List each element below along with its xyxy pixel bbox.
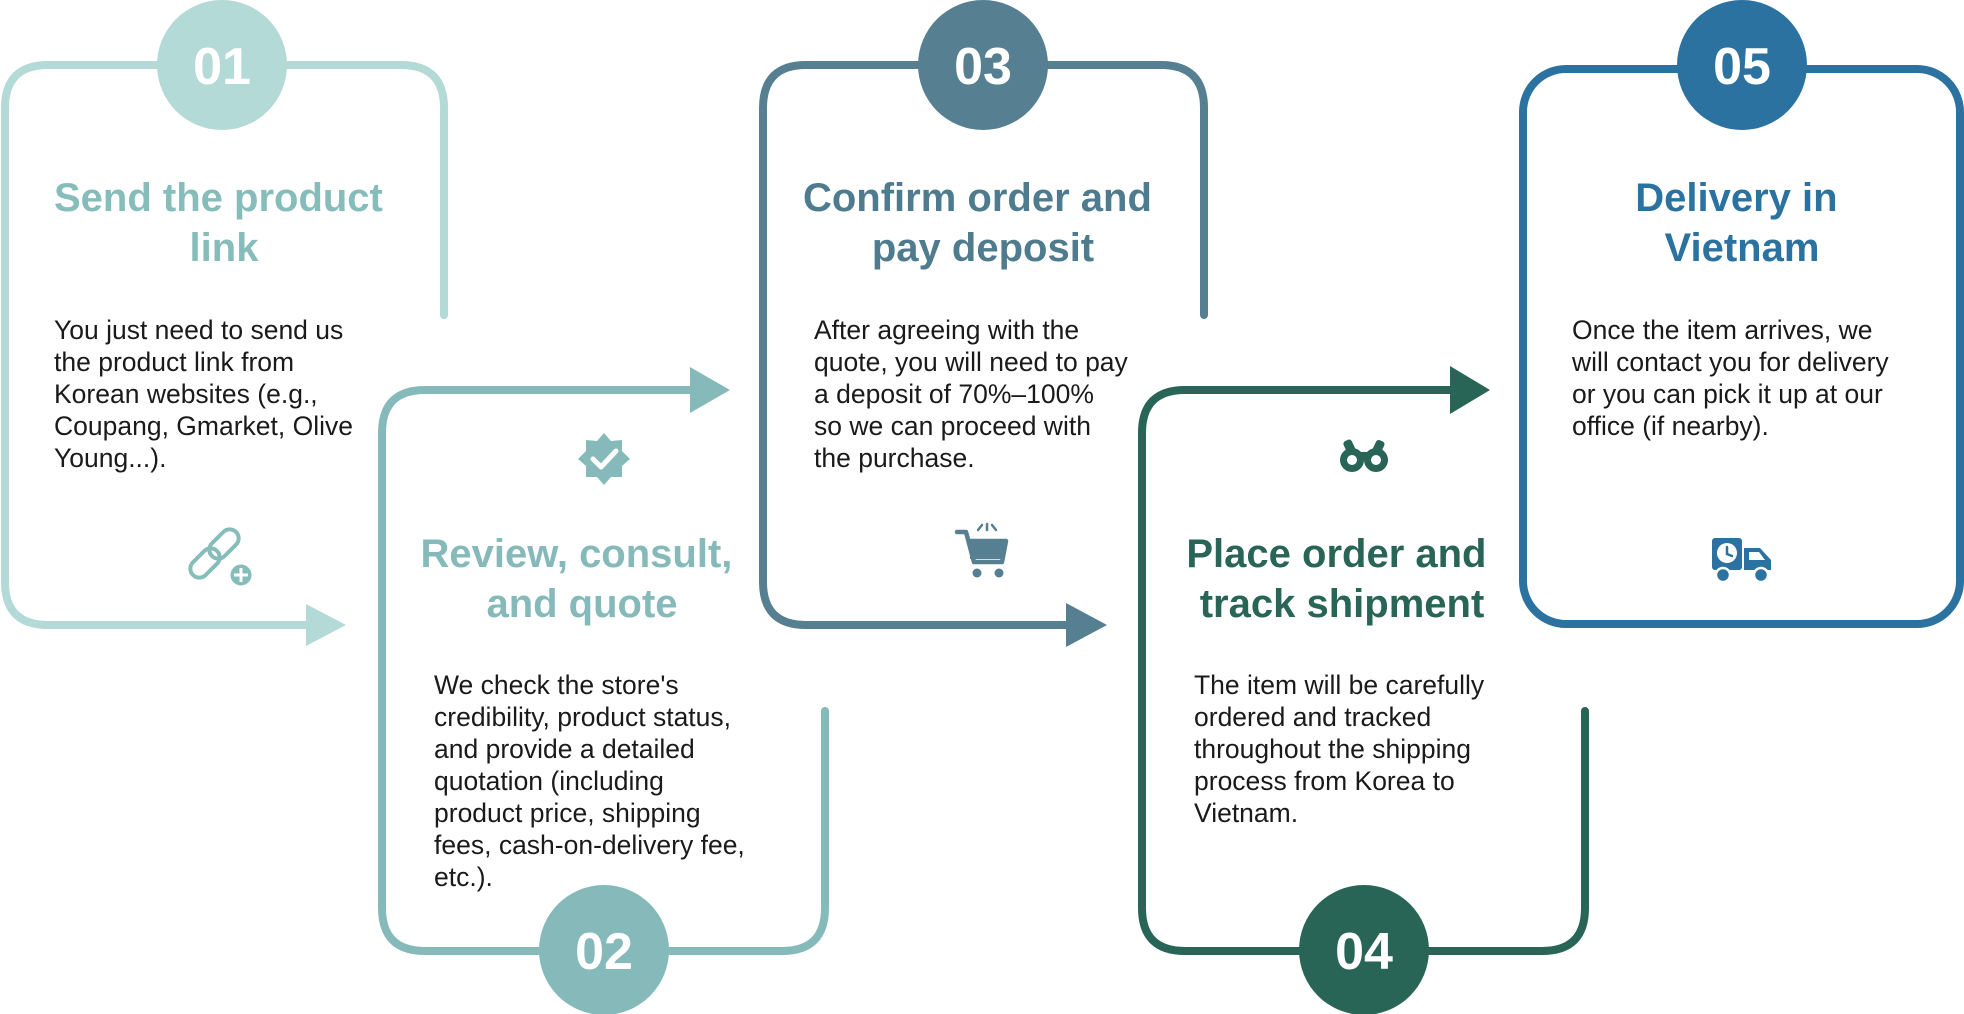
step-04-number: 04 — [1335, 923, 1393, 981]
step-04-arrow — [1450, 366, 1490, 414]
step-03: 03 Confirm order and pay deposit After a… — [759, 0, 1208, 647]
verified-badge-icon — [578, 433, 630, 485]
step-03-number: 03 — [954, 38, 1012, 96]
step-03-frame — [759, 61, 1208, 629]
step-04-frame — [1138, 386, 1589, 955]
step-01-title: Send the product link — [54, 176, 394, 270]
step-04-description: The item will be carefully ordered and t… — [1194, 670, 1492, 828]
step-05-title: Delivery in Vietnam — [1635, 176, 1848, 270]
step-01-description: You just need to send us the product lin… — [54, 315, 360, 473]
step-04: 04 Place order and track shipment The it… — [1138, 366, 1589, 1014]
step-01-arrow — [306, 604, 346, 646]
step-03-arrow — [1066, 603, 1107, 647]
step-02-description: We check the store's credibility, produc… — [434, 670, 752, 892]
step-04-number-badge — [1299, 885, 1429, 1014]
step-01: 01 Send the product link You just need t… — [1, 0, 448, 646]
step-04-title: Place order and track shipment — [1186, 532, 1497, 626]
step-05-number: 05 — [1713, 38, 1771, 96]
step-01-number: 01 — [193, 38, 251, 96]
step-03-number-badge — [918, 0, 1048, 130]
delivery-truck-icon — [1712, 538, 1771, 584]
binoculars-icon — [1340, 439, 1388, 472]
step-02: 02 Review, consult, and quote We check t… — [378, 367, 829, 1014]
step-02-number-badge — [539, 885, 669, 1014]
link-plus-icon — [188, 527, 255, 589]
step-02-frame — [378, 386, 829, 955]
step-03-description: After agreeing with the quote, you will … — [814, 315, 1135, 473]
step-01-number-badge — [157, 0, 287, 130]
step-02-title: Review, consult, and quote — [420, 532, 743, 626]
step-03-title: Confirm order and pay deposit — [803, 176, 1163, 270]
shopping-cart-icon — [954, 522, 1009, 578]
step-05-description: Once the item arrives, we will contact y… — [1571, 315, 1896, 441]
step-01-frame — [1, 61, 448, 629]
step-05: 05 Delivery in Vietnam Once the item arr… — [1519, 0, 1964, 628]
step-02-arrow — [690, 367, 730, 413]
step-02-number: 02 — [575, 923, 633, 981]
step-05-number-badge — [1677, 0, 1807, 130]
